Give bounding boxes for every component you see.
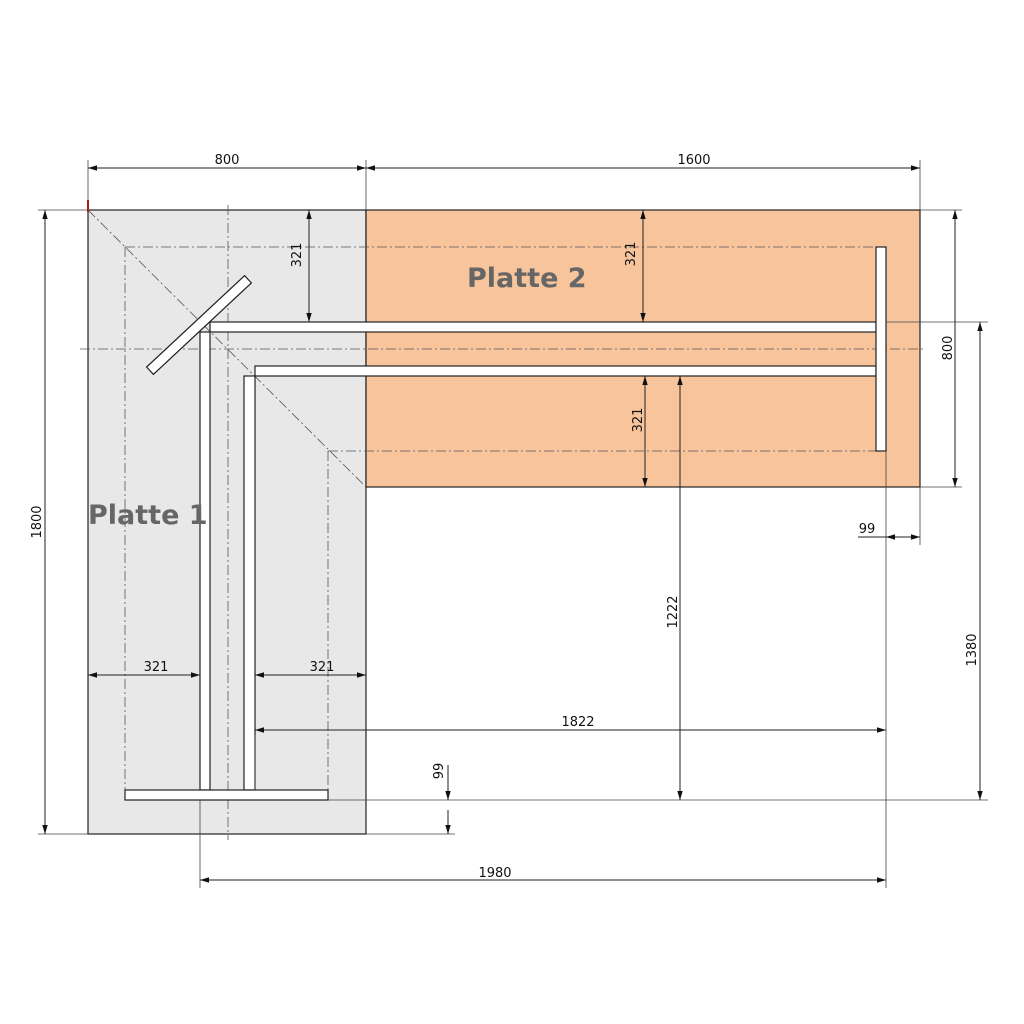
dim-bottom-offset: 99 xyxy=(432,763,447,780)
diagonal-bar xyxy=(145,274,253,376)
dim-p2-top-offset-a: 321 xyxy=(290,243,305,268)
dim-p1-right-offset: 321 xyxy=(310,660,335,675)
t-bar-bottom xyxy=(124,789,329,801)
t-bar-right xyxy=(875,246,887,452)
dim-p1-left-offset: 321 xyxy=(144,660,169,675)
dim-right-total: 1380 xyxy=(965,633,980,666)
dim-top-left-width: 800 xyxy=(215,153,240,168)
dim-inner-span: 1822 xyxy=(561,715,594,730)
dim-total-span: 1980 xyxy=(478,866,511,881)
dim-top-right-width: 1600 xyxy=(677,153,710,168)
plate-1-label: Platte 1 xyxy=(88,500,208,531)
leg-outer xyxy=(199,331,211,791)
dim-right-plate-depth: 800 xyxy=(941,336,956,361)
dim-left-height: 1800 xyxy=(30,505,45,538)
dimension-lines xyxy=(42,165,983,883)
beam-upper xyxy=(209,321,877,333)
frame xyxy=(124,246,887,801)
leg-inner xyxy=(243,375,256,791)
dim-p2-leg-length: 1222 xyxy=(666,595,681,628)
dim-p2-top-offset-b: 321 xyxy=(624,242,639,267)
beam-lower xyxy=(254,365,877,377)
plate-2-label: Platte 2 xyxy=(467,263,587,294)
construction-lines xyxy=(80,205,925,840)
dim-p2-bottom-offset: 321 xyxy=(631,408,646,433)
dim-right-offset: 99 xyxy=(859,522,876,537)
